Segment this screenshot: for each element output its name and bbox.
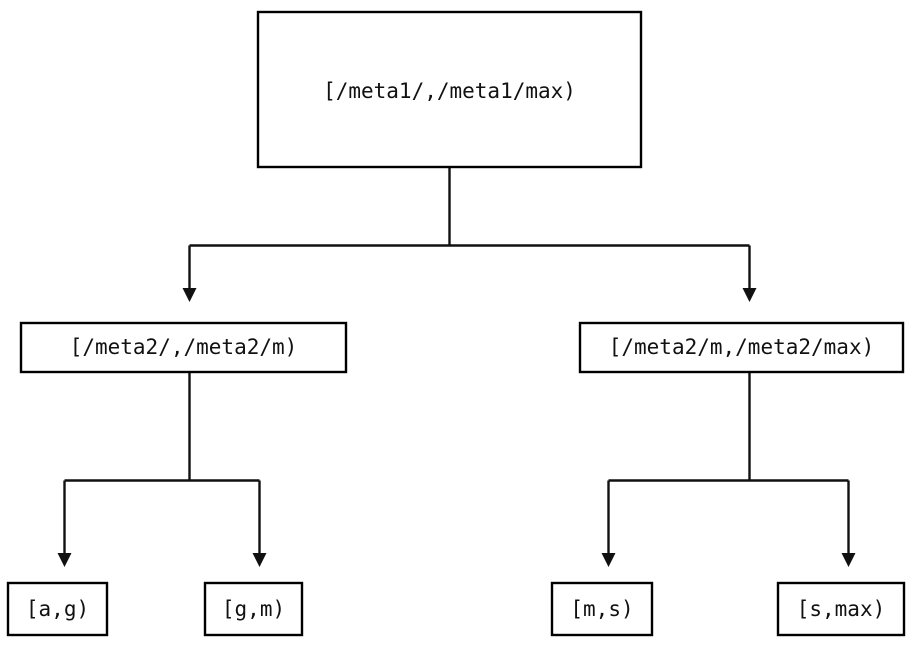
- leaf-3-node-box[interactable]: [550, 581, 654, 637]
- tree-node-leaf-4[interactable]: [s,max): [776, 581, 906, 637]
- edge-group-mid-right-to-leaves: [601, 372, 856, 567]
- root-node-label: [/meta1/,/meta1/max): [323, 79, 576, 103]
- arrowhead-mid-left-to-leaf-2: [252, 553, 267, 567]
- arrowhead-mid-right-to-leaf-3: [601, 553, 616, 567]
- root-node-box[interactable]: [256, 10, 643, 169]
- leaf-1-node-box[interactable]: [6, 581, 109, 637]
- leaf-4-node-label: [s,max): [797, 597, 886, 621]
- arrowhead-mid-left-to-leaf-1: [57, 553, 72, 567]
- leaf-2-node-box[interactable]: [203, 581, 304, 637]
- tree-node-mid-left[interactable]: [/meta2/,/meta2/m): [19, 321, 348, 374]
- arrowhead-mid-right-to-leaf-4: [841, 553, 856, 567]
- mid-right-node-box[interactable]: [578, 321, 905, 374]
- tree-node-leaf-2[interactable]: [g,m): [203, 581, 304, 637]
- arrowhead-root-to-mid-right: [742, 288, 757, 302]
- leaf-1-node-label: [a,g): [26, 597, 89, 621]
- mid-right-node-label: [/meta2/m,/meta2/max): [609, 335, 875, 359]
- leaf-4-node-box[interactable]: [776, 581, 906, 637]
- edge-group-root-to-mid: [182, 167, 757, 302]
- arrowhead-root-to-mid-left: [182, 288, 197, 302]
- tree-node-root[interactable]: [/meta1/,/meta1/max): [256, 10, 643, 169]
- tree-node-mid-right[interactable]: [/meta2/m,/meta2/max): [578, 321, 905, 374]
- tree-node-leaf-3[interactable]: [m,s): [550, 581, 654, 637]
- mid-left-node-label: [/meta2/,/meta2/m): [70, 335, 298, 359]
- mid-left-node-box[interactable]: [19, 321, 348, 374]
- leaf-2-node-label: [g,m): [222, 597, 285, 621]
- leaf-3-node-label: [m,s): [570, 597, 633, 621]
- edge-group-mid-left-to-leaves: [57, 372, 267, 567]
- tree-node-leaf-1[interactable]: [a,g): [6, 581, 109, 637]
